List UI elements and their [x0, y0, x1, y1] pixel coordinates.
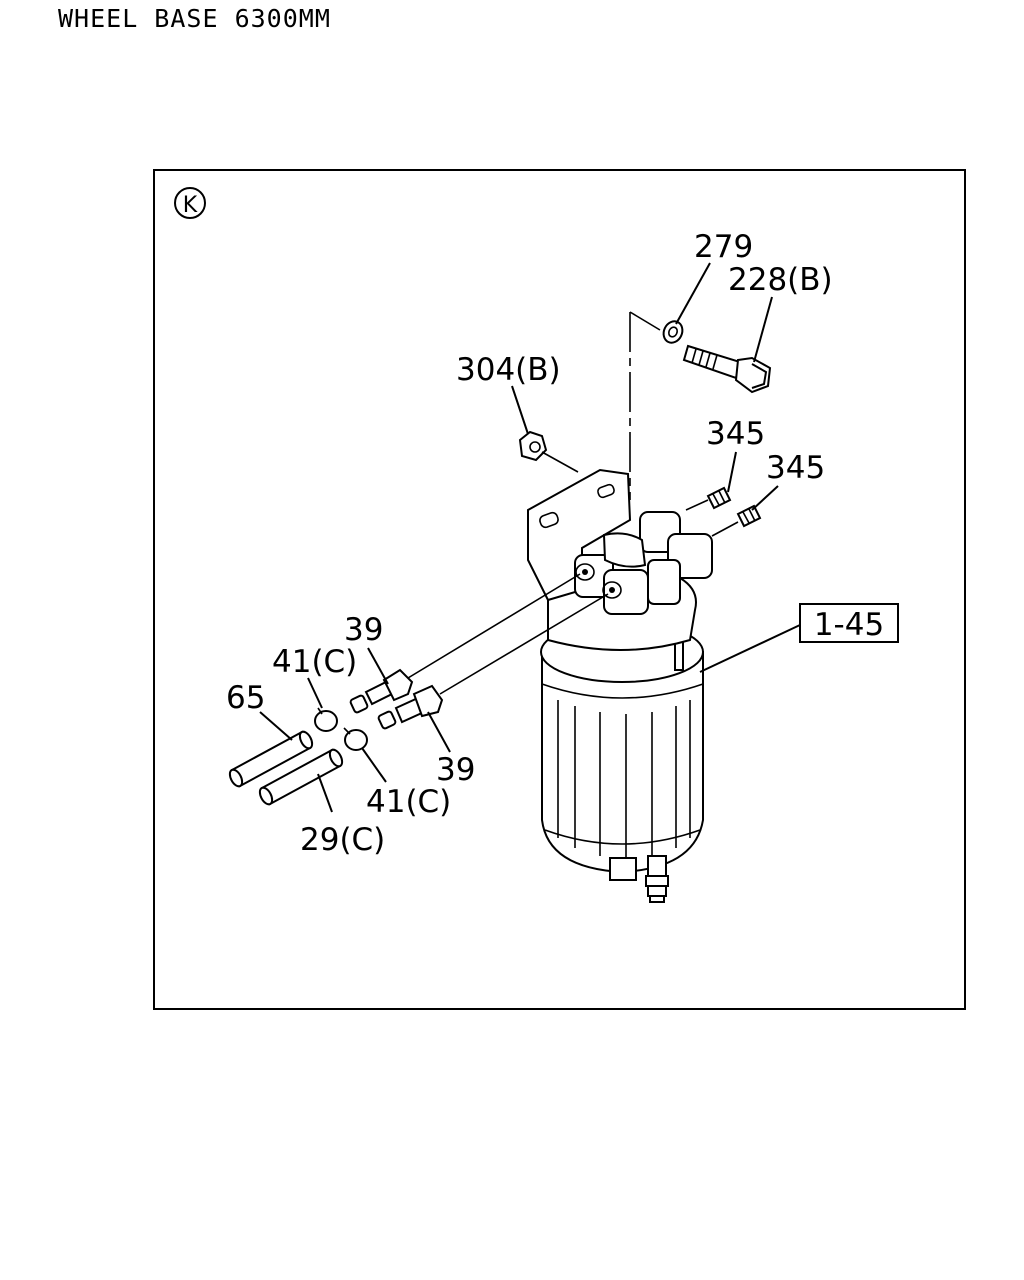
- callout-1-45: 1-45: [814, 607, 884, 643]
- callout-279[interactable]: 279: [694, 229, 753, 265]
- callout-345-lower[interactable]: 345: [766, 450, 825, 486]
- callout-39-upper[interactable]: 39: [344, 612, 383, 648]
- callout-65[interactable]: 65: [226, 680, 265, 716]
- bolt-228b[interactable]: [682, 344, 772, 394]
- clamp-41c-upper[interactable]: [314, 707, 338, 732]
- washer-279[interactable]: [660, 318, 686, 346]
- callout-29c[interactable]: 29(C): [300, 822, 385, 858]
- page-title: WHEEL BASE 6300MM: [58, 4, 331, 33]
- callout-39-lower[interactable]: 39: [436, 752, 475, 788]
- hose-29c[interactable]: [257, 748, 344, 807]
- clamp-41c-lower[interactable]: [343, 727, 368, 751]
- callout-41c-upper[interactable]: 41(C): [272, 644, 357, 680]
- hose-65[interactable]: [227, 730, 314, 789]
- nut-304b[interactable]: [518, 430, 579, 473]
- plug-345-upper[interactable]: [685, 486, 732, 511]
- fuel-filter-assembly[interactable]: [527, 468, 713, 903]
- callout-1-45-box[interactable]: 1-45: [799, 603, 899, 643]
- callout-304b[interactable]: 304(B): [456, 352, 561, 388]
- plug-345-lower[interactable]: [711, 504, 762, 537]
- callout-228b[interactable]: 228(B): [728, 262, 833, 298]
- leader-lines: [259, 262, 801, 813]
- callout-41c-lower[interactable]: 41(C): [366, 784, 451, 820]
- fitting-39-upper[interactable]: [349, 668, 414, 714]
- callout-345-upper[interactable]: 345: [706, 416, 765, 452]
- section-marker: K: [174, 187, 206, 219]
- fitting-39-lower[interactable]: [377, 684, 444, 730]
- diagram-frame: [153, 169, 966, 1010]
- section-marker-letter: K: [183, 193, 198, 218]
